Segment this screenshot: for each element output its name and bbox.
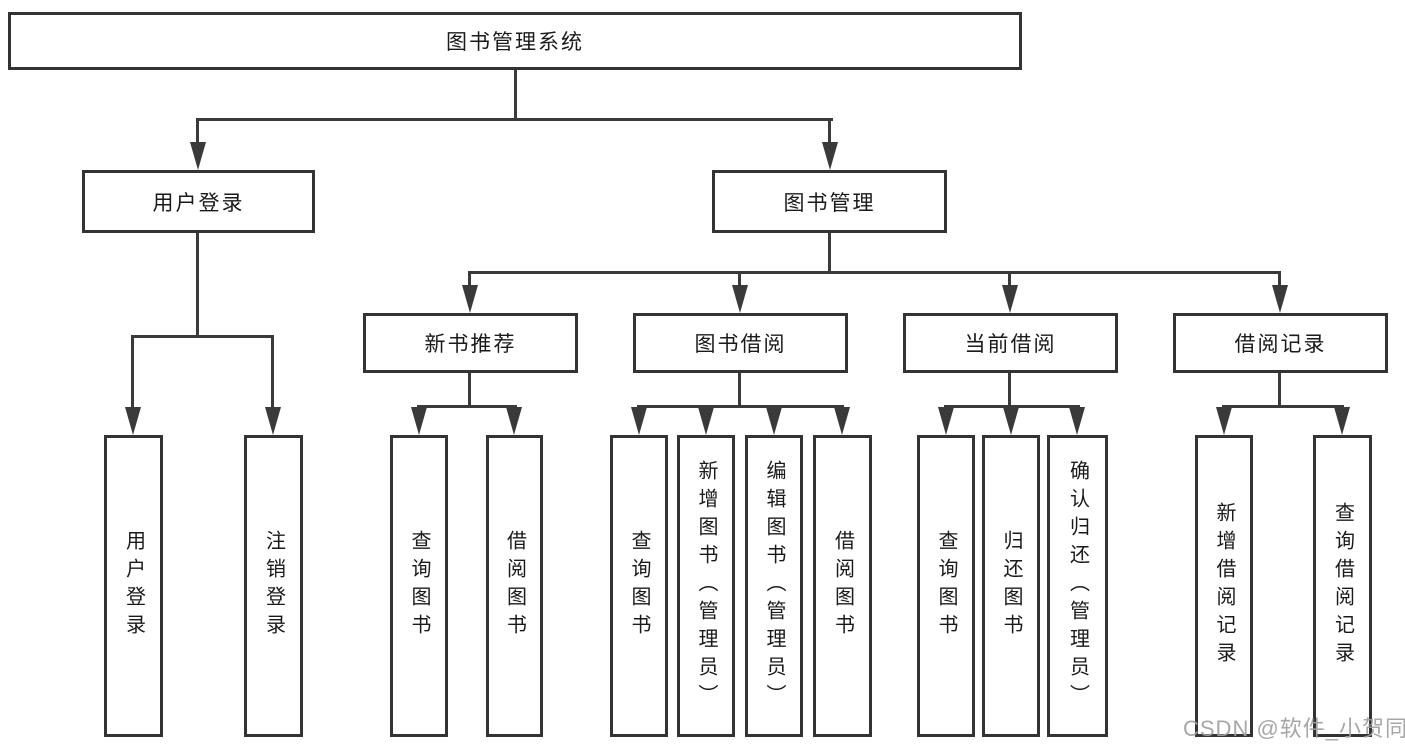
arrow-down-icon	[1334, 407, 1350, 435]
connector-leaf-drop	[271, 335, 274, 411]
leaf-label: 查询图书	[408, 530, 430, 642]
leaf-add-borrow-record: 新增借阅记录	[1195, 435, 1253, 737]
node-label: 借阅记录	[1234, 333, 1327, 356]
connector-root-stem	[514, 70, 517, 120]
arrow-down-icon	[698, 407, 714, 435]
arrow-down-icon	[631, 407, 647, 435]
connector-book-borrow-bus	[637, 405, 844, 408]
leaf-return-books: 归还图书	[982, 435, 1040, 737]
node-label: 图书借阅	[694, 333, 787, 356]
arrow-down-icon	[1216, 407, 1232, 435]
arrow-down-icon	[411, 407, 427, 435]
connector-book-mgmt-drop	[828, 118, 831, 146]
arrow-down-icon	[938, 407, 954, 435]
leaf-add-books-admin: 新增图书（管理员）	[677, 435, 735, 737]
connector-borrow-record-bus	[1222, 405, 1344, 408]
connector-level2-bus	[197, 118, 833, 121]
leaf-label: 用户登录	[122, 530, 145, 642]
node-label: 当前借阅	[964, 333, 1057, 356]
arrow-down-icon	[766, 407, 782, 435]
connector-borrow-record-stem	[1278, 373, 1281, 407]
connector-book-borrow-stem	[738, 373, 741, 407]
node-book-borrowing: 图书借阅	[633, 313, 848, 373]
connector-user-login-drop	[196, 118, 199, 146]
node-root-library-system: 图书管理系统	[8, 12, 1022, 70]
connector-book-mgmt-stem	[828, 233, 831, 273]
leaf-label: 查询图书	[935, 530, 957, 642]
leaf-label: 编辑图书（管理员）	[763, 460, 785, 712]
arrow-down-icon	[265, 407, 281, 435]
connector-new-book-bus	[417, 405, 517, 408]
connector-current-borrow-bus	[944, 405, 1080, 408]
leaf-borrow-books-1: 借阅图书	[486, 435, 543, 737]
connector-level3-drop	[1278, 271, 1281, 289]
arrow-down-icon	[506, 407, 522, 435]
leaf-label: 确认归还（管理员）	[1066, 460, 1089, 712]
leaf-confirm-return-admin: 确认归还（管理员）	[1047, 435, 1108, 737]
leaf-user-login: 用户登录	[104, 435, 163, 737]
connector-level3-bus	[468, 271, 1281, 274]
connector-level3-drop	[738, 271, 741, 289]
leaf-logout: 注销登录	[244, 435, 303, 737]
leaf-edit-books-admin: 编辑图书（管理员）	[745, 435, 803, 737]
connector-user-login-bus	[131, 335, 274, 338]
connector-new-book-stem	[468, 373, 471, 407]
leaf-query-books-1: 查询图书	[390, 435, 448, 737]
node-book-management: 图书管理	[712, 170, 947, 233]
connector-current-borrow-stem	[1008, 373, 1011, 407]
leaf-label: 注销登录	[262, 530, 285, 642]
connector-level3-drop	[1008, 271, 1011, 289]
arrow-down-icon	[1272, 285, 1288, 313]
leaf-label: 新增图书（管理员）	[695, 460, 717, 712]
leaf-label: 新增借阅记录	[1213, 502, 1235, 670]
leaf-borrow-books-2: 借阅图书	[813, 435, 872, 737]
node-borrowing-records: 借阅记录	[1173, 313, 1388, 373]
arrow-down-icon	[732, 285, 748, 313]
connector-level3-drop	[468, 271, 471, 289]
arrow-down-icon	[190, 142, 206, 170]
csdn-watermark: CSDN @软件_小贺同学	[1183, 716, 1405, 741]
node-new-book-recommend: 新书推荐	[363, 313, 578, 373]
connector-leaf-drop	[131, 335, 134, 411]
arrow-down-icon	[834, 407, 850, 435]
leaf-label: 查询图书	[628, 530, 650, 642]
leaf-query-borrow-record: 查询借阅记录	[1313, 435, 1372, 737]
connector-user-login-stem	[196, 233, 199, 335]
arrow-down-icon	[822, 142, 838, 170]
arrow-down-icon	[1003, 407, 1019, 435]
node-label: 图书管理	[783, 191, 876, 215]
leaf-query-books-3: 查询图书	[917, 435, 975, 737]
arrow-down-icon	[1002, 285, 1018, 313]
arrow-down-icon	[125, 407, 141, 435]
node-label: 新书推荐	[424, 333, 517, 356]
leaf-label: 借阅图书	[503, 530, 526, 642]
leaf-query-books-2: 查询图书	[610, 435, 668, 737]
arrow-down-icon	[1069, 407, 1085, 435]
node-user-login: 用户登录	[82, 170, 315, 233]
leaf-label: 归还图书	[1000, 530, 1022, 642]
node-label: 用户登录	[152, 191, 245, 215]
node-label: 图书管理系统	[446, 31, 584, 54]
arrow-down-icon	[462, 285, 478, 313]
leaf-label: 查询借阅记录	[1331, 502, 1354, 670]
leaf-label: 借阅图书	[831, 530, 854, 642]
node-current-borrowing: 当前借阅	[903, 313, 1118, 373]
